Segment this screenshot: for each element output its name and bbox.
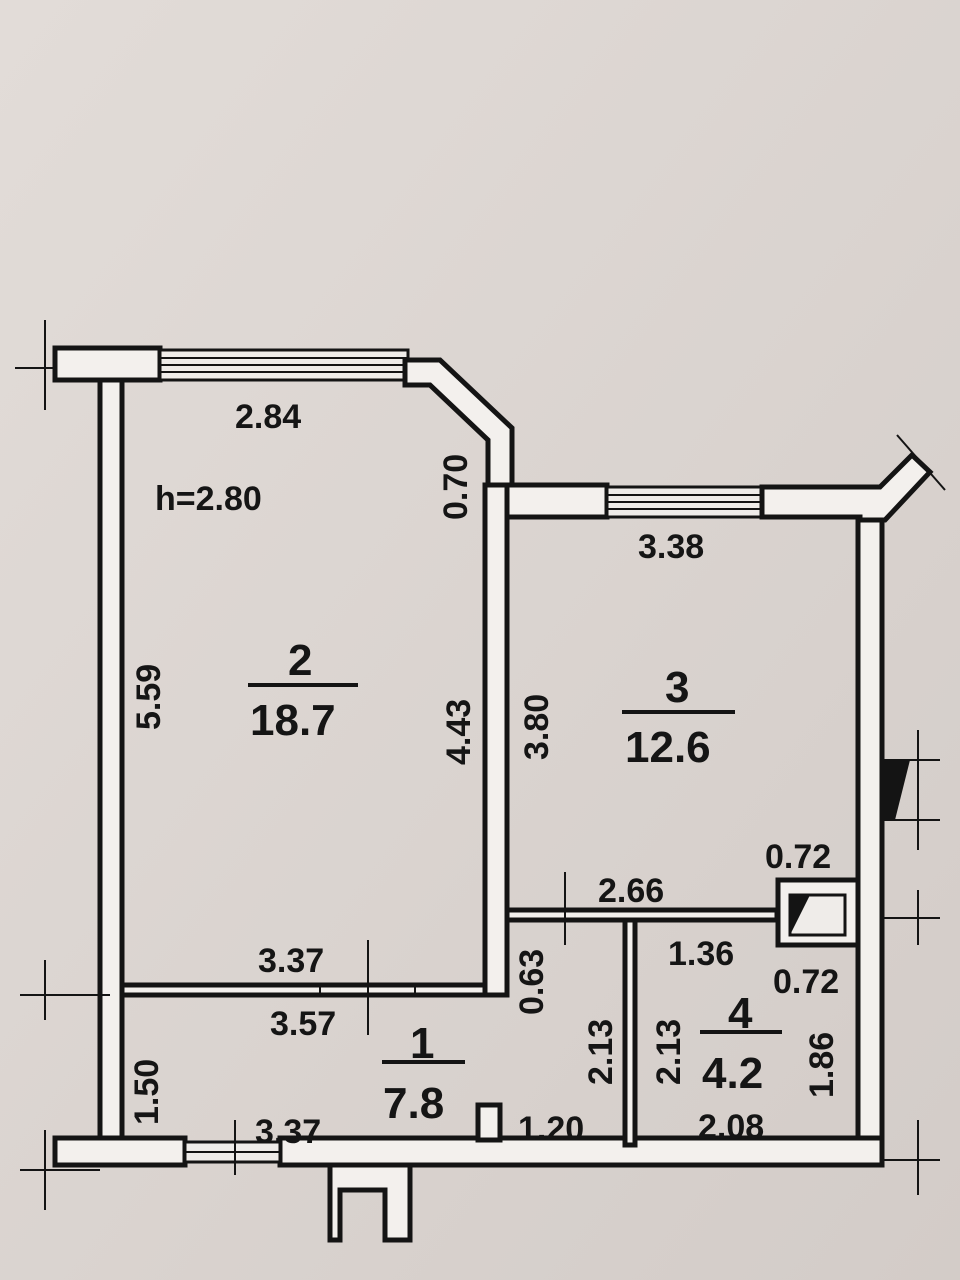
duct-depth: 0.72 [773,963,839,1001]
labels: h=2.80 2.84 5.59 0.70 4.43 2 18.7 3.37 3… [128,398,841,1151]
room1-top-width: 3.57 [270,1005,336,1043]
room3-top-width: 3.38 [638,528,704,566]
room1-bottom-width: 3.37 [255,1113,321,1151]
room1-area: 7.8 [383,1079,444,1128]
room2-left-height: 5.59 [130,664,168,730]
room2-area: 18.7 [250,696,336,745]
room1-number: 1 [410,1019,434,1068]
room4-right-height: 1.86 [803,1032,841,1098]
room2-bay-diagonal: 0.70 [437,454,475,520]
room4-bottom-width: 2.08 [698,1108,764,1146]
room3-number: 3 [665,663,689,712]
room-number-dividers [248,683,782,1064]
room4-top-width: 1.36 [668,935,734,973]
wall-marker [882,760,910,820]
room3-bottom-width: 2.66 [598,872,664,910]
room2-bottom-width: 3.37 [258,942,324,980]
room2-top-width: 2.84 [235,398,301,436]
room3-area: 12.6 [625,723,711,772]
window-room2 [158,348,410,382]
dimension-ticks [15,320,946,1210]
room3-left-height: 3.80 [518,694,556,760]
room1-right-offset: 0.63 [513,949,551,1015]
outer-walls [52,345,934,1243]
room2-right-height: 4.43 [440,699,478,765]
corridor-height-a: 2.13 [582,1019,620,1085]
room1-door-width: 1.20 [518,1110,584,1148]
room2-number: 2 [288,636,312,685]
room4-number: 4 [728,989,753,1038]
room4-area: 4.2 [702,1049,763,1098]
ceiling-height-label: h=2.80 [155,480,262,518]
entry-window [183,1140,282,1164]
partitions [119,877,861,1148]
ventilation-duct [775,877,861,948]
room1-left-height: 1.50 [128,1059,166,1125]
corridor-height-b: 2.13 [650,1019,688,1085]
duct-width: 0.72 [765,838,831,876]
window-room3 [605,485,764,519]
